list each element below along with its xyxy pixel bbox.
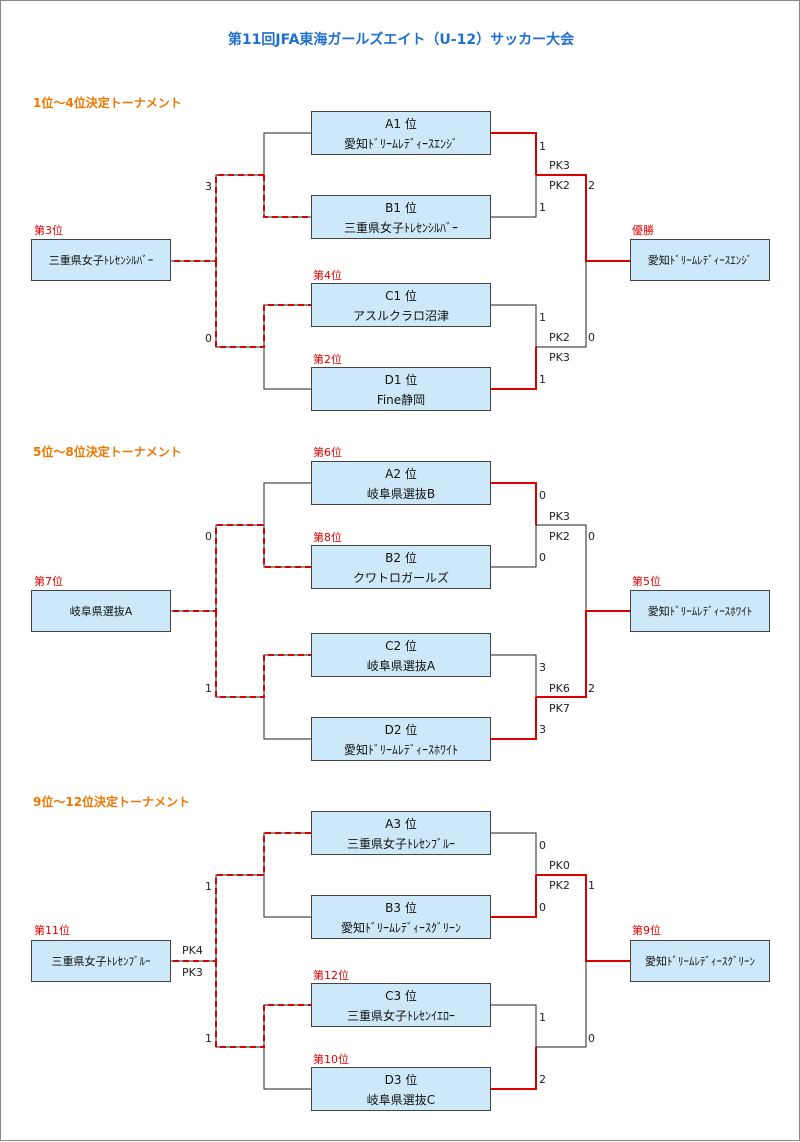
- team-name: 愛知ﾄﾞﾘｰﾑﾚﾃﾞｨｰｽｸﾞﾘｰﾝ: [340, 921, 461, 935]
- team-seed: D2 位: [384, 723, 418, 737]
- score: 0: [539, 901, 546, 914]
- section-heading-5-8: 5位～8位決定トーナメント: [33, 445, 182, 459]
- team-name: 三重県女子ﾄﾚｾﾝｼﾙﾊﾞｰ: [343, 221, 458, 235]
- pk-score: PK2: [549, 879, 570, 892]
- rank-label: 第7位: [34, 575, 63, 588]
- score: 3: [539, 661, 546, 674]
- score: 1: [539, 201, 546, 214]
- rank-label: 第5位: [632, 575, 661, 588]
- rank-label: 第10位: [313, 1053, 349, 1066]
- rank-label: 優勝: [632, 224, 654, 237]
- rank-label: 第6位: [313, 446, 342, 459]
- pk-score: PK2: [549, 331, 570, 344]
- team-seed: A2 位: [385, 467, 417, 481]
- rank-label: 第9位: [632, 924, 661, 937]
- score: 2: [588, 179, 595, 192]
- score: 1: [205, 880, 212, 893]
- team-name: 岐阜県選抜B: [366, 487, 436, 501]
- score: 1: [539, 373, 546, 386]
- rank-label: 第4位: [313, 269, 342, 282]
- score: 2: [588, 682, 595, 695]
- team-seed: D1 位: [384, 373, 418, 387]
- score: 2: [539, 1073, 546, 1086]
- score: 1: [539, 140, 546, 153]
- section-heading-1-4: 1位～4位決定トーナメント: [33, 96, 182, 110]
- score: 0: [539, 489, 546, 502]
- team-box-a1: A1 位愛知ﾄﾞﾘｰﾑﾚﾃﾞｨｰｽｴﾝｼﾞ: [311, 111, 491, 155]
- team-name: 三重県女子ﾄﾚｾﾝﾌﾞﾙｰ: [346, 837, 455, 851]
- score: 0: [588, 331, 595, 344]
- pk-score: PK2: [549, 530, 570, 543]
- right-result-box: 愛知ﾄﾞﾘｰﾑﾚﾃﾞｨｰｽﾎﾜｲﾄ: [630, 590, 770, 632]
- team-box-d3: D3 位岐阜県選抜C: [311, 1067, 491, 1111]
- team-box-b1: B1 位三重県女子ﾄﾚｾﾝｼﾙﾊﾞｰ: [311, 195, 491, 239]
- rank-label: 第3位: [34, 224, 63, 237]
- team-name: 愛知ﾄﾞﾘｰﾑﾚﾃﾞｨｰｽｴﾝｼﾞ: [343, 137, 458, 151]
- team-box-c3: C3 位三重県女子ﾄﾚｾﾝｲｴﾛｰ: [311, 983, 491, 1027]
- bracket-section-9-12: [171, 832, 630, 1090]
- team-seed: A1 位: [385, 117, 417, 131]
- score: 1: [588, 879, 595, 892]
- team-seed: A3 位: [385, 817, 417, 831]
- right-result-box: 愛知ﾄﾞﾘｰﾑﾚﾃﾞｨｰｽｴﾝｼﾞ: [630, 239, 770, 281]
- score: 0: [539, 551, 546, 564]
- team-box-d1: D1 位 Fine静岡: [311, 367, 491, 411]
- bracket-section-5-8: [171, 482, 630, 740]
- pk-score: PK3: [549, 159, 570, 172]
- score: 1: [539, 1011, 546, 1024]
- pk-score: PK2: [549, 179, 570, 192]
- left-result-box: 三重県女子ﾄﾚｾﾝﾌﾞﾙｰ: [31, 940, 171, 982]
- team-seed: B3 位: [385, 901, 417, 915]
- pk-score: PK3: [182, 966, 203, 979]
- section-heading-9-12: 9位～12位決定トーナメント: [33, 795, 191, 809]
- pk-score: PK4: [182, 944, 203, 957]
- page-title: 第11回JFA東海ガールズエイト（U-12）サッカー大会: [227, 32, 575, 48]
- rank-label: 第2位: [313, 353, 342, 366]
- left-result-box: 岐阜県選抜A: [31, 590, 171, 632]
- team-name: アスルクラロ沼津: [352, 309, 449, 323]
- team-name: 岐阜県選抜C: [366, 1093, 436, 1107]
- score: 1: [205, 1032, 212, 1045]
- pk-score: PK6: [549, 682, 570, 695]
- score: 1: [205, 682, 212, 695]
- score: 0: [539, 839, 546, 852]
- team-box-d2: D2 位愛知ﾄﾞﾘｰﾑﾚﾃﾞｨｰｽﾎﾜｲﾄ: [311, 717, 491, 761]
- team-box-c2: C2 位岐阜県選抜A: [311, 633, 491, 677]
- score: 3: [205, 180, 212, 193]
- pk-score: PK7: [549, 702, 570, 715]
- pk-score: PK3: [549, 510, 570, 523]
- team-box-a2: A2 位岐阜県選抜B: [311, 461, 491, 505]
- team-seed: C1 位: [385, 289, 417, 303]
- score: 3: [539, 723, 546, 736]
- team-seed: C3 位: [385, 989, 417, 1003]
- rank-label: 第11位: [34, 924, 70, 937]
- team-box-c1: C1 位アスルクラロ沼津: [311, 283, 491, 327]
- score: 0: [588, 530, 595, 543]
- rank-label: 第12位: [313, 969, 349, 982]
- team-name: Fine静岡: [376, 393, 426, 407]
- pk-score: PK3: [549, 351, 570, 364]
- score: 0: [588, 1032, 595, 1045]
- team-box-b2: B2 位クワトロガールズ: [311, 545, 491, 589]
- team-seed: C2 位: [385, 639, 417, 653]
- score: 0: [205, 332, 212, 345]
- team-name: クワトロガールズ: [352, 571, 449, 585]
- right-result-box: 愛知ﾄﾞﾘｰﾑﾚﾃﾞｨｰｽｸﾞﾘｰﾝ: [630, 940, 770, 982]
- rank-label: 第8位: [313, 531, 342, 544]
- team-seed: B2 位: [385, 551, 417, 565]
- left-result-box: 三重県女子ﾄﾚｾﾝｼﾙﾊﾞｰ: [31, 239, 171, 281]
- team-box-a3: A3 位三重県女子ﾄﾚｾﾝﾌﾞﾙｰ: [311, 811, 491, 855]
- team-name: 三重県女子ﾄﾚｾﾝｲｴﾛｰ: [346, 1009, 455, 1023]
- pk-score: PK0: [549, 859, 570, 872]
- bracket-section-1-4: [171, 132, 630, 390]
- score: 1: [539, 311, 546, 324]
- team-name: 岐阜県選抜A: [366, 659, 436, 673]
- team-box-b3: B3 位愛知ﾄﾞﾘｰﾑﾚﾃﾞｨｰｽｸﾞﾘｰﾝ: [311, 895, 491, 939]
- team-seed: B1 位: [385, 201, 417, 215]
- team-seed: D3 位: [384, 1073, 418, 1087]
- team-name: 愛知ﾄﾞﾘｰﾑﾚﾃﾞｨｰｽﾎﾜｲﾄ: [343, 743, 458, 757]
- score: 0: [205, 530, 212, 543]
